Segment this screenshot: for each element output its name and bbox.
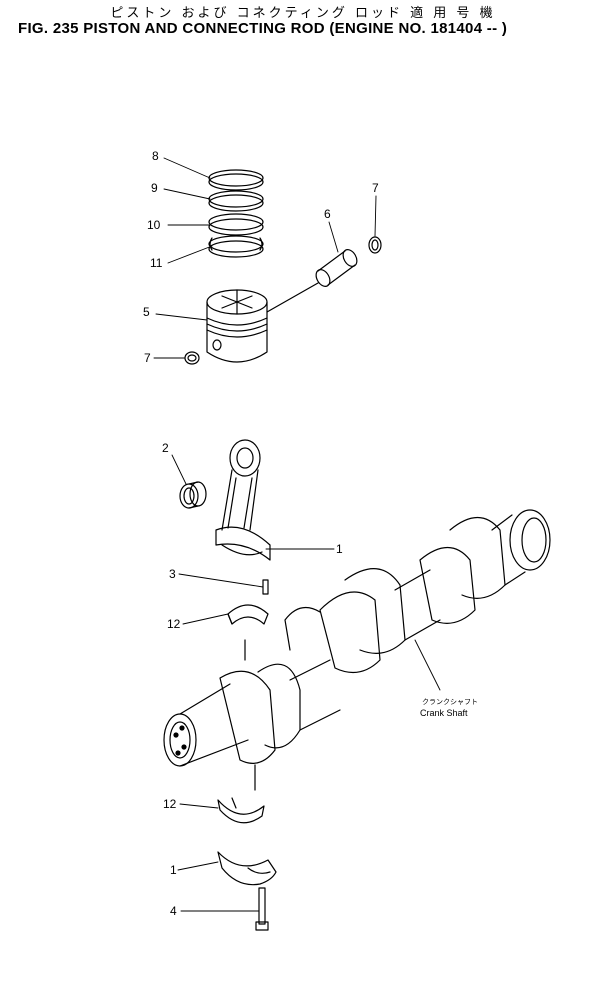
callout-1-cap: 1 (170, 863, 177, 877)
bearing-12-upper (227, 604, 269, 625)
callout-10: 10 (147, 218, 161, 232)
bearing-12-lower (217, 797, 265, 824)
callout-7-left: 7 (144, 351, 151, 365)
callout-11: 11 (150, 256, 163, 270)
bushing-2 (179, 481, 207, 509)
connecting-rod-1 (215, 439, 271, 561)
callout-6: 6 (324, 207, 331, 221)
callout-12-lower: 12 (163, 797, 177, 811)
bolt-4 (255, 887, 269, 931)
callout-2: 2 (162, 441, 169, 455)
crankshaft (163, 509, 551, 791)
callout-7-right: 7 (372, 181, 379, 195)
piston-ring-9 (208, 190, 264, 212)
crankshaft-label: Crank Shaft (420, 708, 468, 718)
crankshaft-label-japanese: クランクシャフト (422, 698, 478, 706)
piston-ring-8 (208, 169, 264, 191)
snap-ring-7-left (184, 351, 200, 365)
connecting-rod-cap-1 (217, 851, 277, 886)
snap-ring-7-right (368, 236, 382, 254)
figure-title-japanese: ピストン および コネクティング ロッド 適 用 号 機 (110, 6, 496, 21)
piston-5 (206, 282, 319, 363)
piston-pin-6 (315, 249, 358, 287)
callout-5: 5 (143, 305, 150, 319)
callout-12-upper: 12 (167, 617, 181, 631)
leader-lines (153, 157, 441, 912)
figure-title: FIG. 235 PISTON AND CONNECTING ROD (ENGI… (18, 20, 508, 37)
callout-1-rod: 1 (336, 542, 343, 556)
piston-ring-11 (208, 235, 264, 258)
callout-8: 8 (152, 149, 159, 163)
callout-3: 3 (169, 567, 176, 581)
callout-9: 9 (151, 181, 158, 195)
dowel-pin-3 (262, 579, 269, 595)
callout-4: 4 (170, 904, 177, 918)
piston-ring-10 (208, 213, 264, 236)
